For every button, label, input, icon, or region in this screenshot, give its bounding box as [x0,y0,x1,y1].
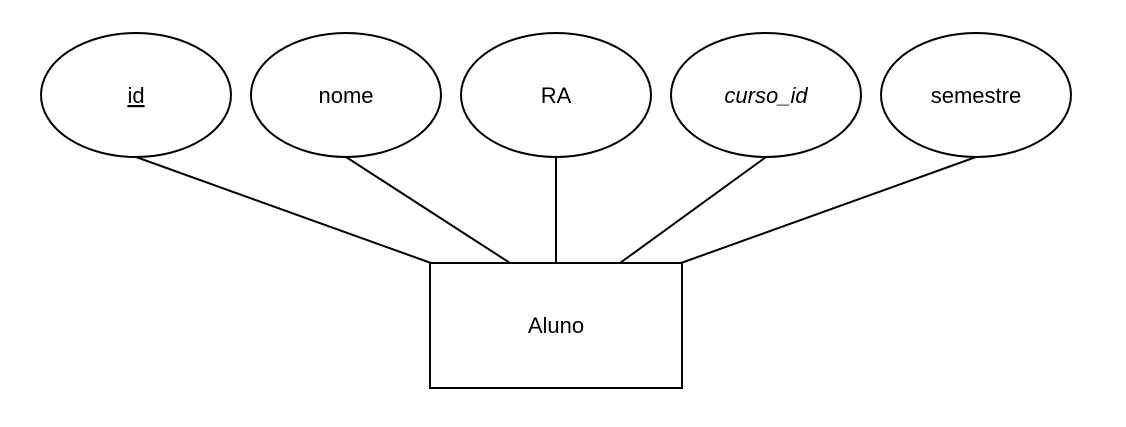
connectors [135,156,977,264]
attribute-ra-label: RA [541,83,572,108]
attribute-curso-id-label: curso_id [724,83,808,108]
attribute-nome: nome [250,32,442,158]
connector-semestre [680,156,977,264]
connector-curso-id [619,156,767,264]
entity-aluno-label: Aluno [528,313,584,338]
attribute-nome-label: nome [318,83,373,108]
attribute-ra-shape [460,32,652,158]
attribute-semestre-label: semestre [931,83,1021,108]
attribute-id-label: id [127,83,144,108]
attribute-semestre: semestre [880,32,1072,158]
entity-aluno: Aluno [429,262,683,389]
attribute-id: id [40,32,232,158]
connector-id [135,156,432,264]
entity-aluno-shape [429,262,683,389]
attribute-semestre-shape [880,32,1072,158]
attribute-curso-id-shape [670,32,862,158]
connector-nome [345,156,511,264]
attribute-nome-shape [250,32,442,158]
attribute-ra: RA [460,32,652,158]
attribute-id-shape [40,32,232,158]
attribute-curso-id: curso_id [670,32,862,158]
